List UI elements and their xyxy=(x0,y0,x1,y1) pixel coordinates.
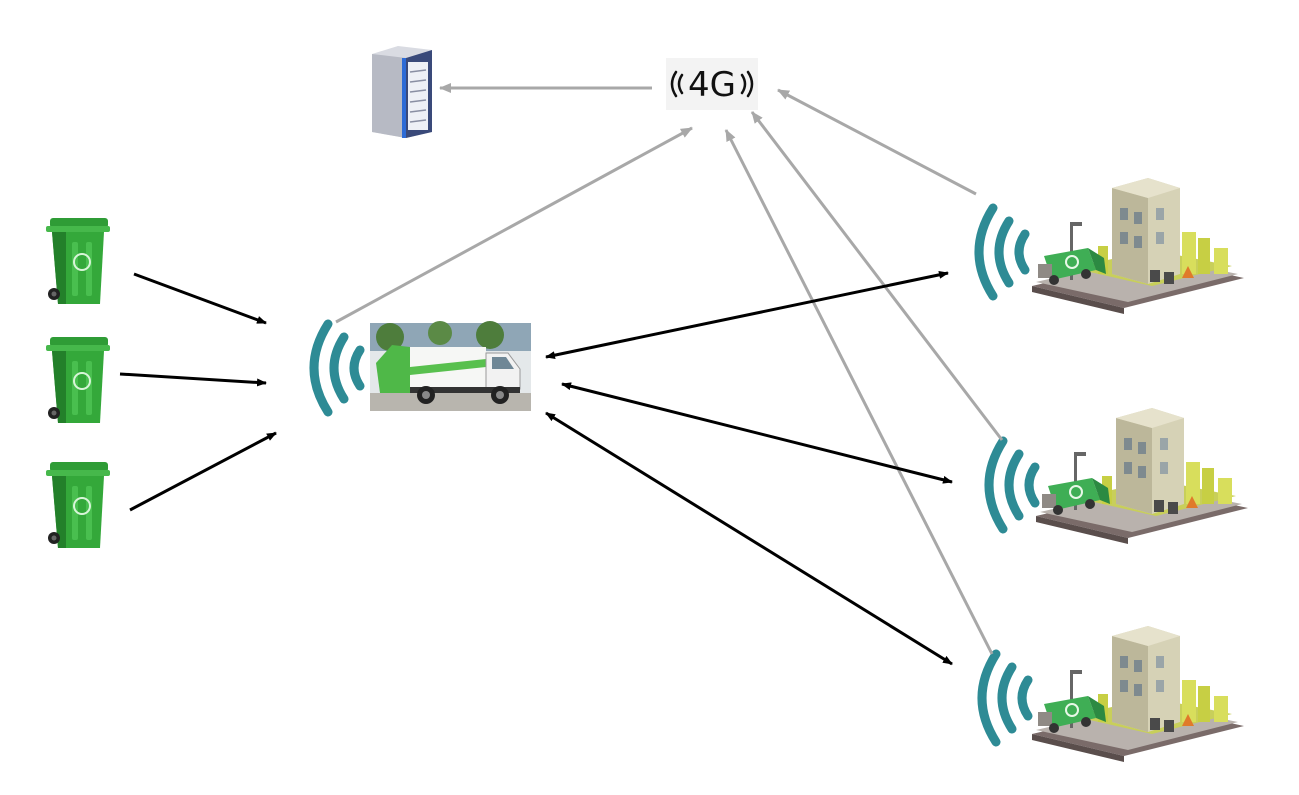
arrow-bin2-to-truck xyxy=(119,372,267,387)
cellular-4g-icon: 4G xyxy=(666,58,758,110)
arrow-station1-to-4g xyxy=(777,88,977,196)
station-2-signal-icon xyxy=(989,441,1035,529)
garbage-truck-icon xyxy=(370,321,531,411)
transfer-station-1 xyxy=(979,177,1245,315)
arrow-bin3-to-truck xyxy=(129,431,277,512)
trash-bin-1 xyxy=(45,217,111,305)
station-1-signal-icon xyxy=(979,208,1025,296)
server-icon xyxy=(372,46,432,138)
arrow-station3-to-4g xyxy=(724,129,994,655)
arrow-truck-station2 xyxy=(561,382,953,484)
station-2-icon xyxy=(1035,407,1249,545)
arrow-truck-station3 xyxy=(545,411,953,666)
arrow-truck-station1 xyxy=(545,270,949,360)
station-3-signal-icon xyxy=(982,654,1028,742)
truck-signal-icon xyxy=(314,324,360,412)
transfer-station-2 xyxy=(989,407,1249,545)
transfer-station-3 xyxy=(982,625,1245,763)
station-3-icon xyxy=(1031,625,1245,763)
arrow-station2-to-4g xyxy=(750,111,1004,441)
trash-bin-3 xyxy=(45,461,111,549)
arrow-truck-to-4g xyxy=(335,126,693,324)
trash-bin-2 xyxy=(45,336,111,424)
station-1-icon xyxy=(1031,177,1245,315)
label-4g: 4G xyxy=(688,65,736,105)
arrow-bin1-to-truck xyxy=(133,272,267,325)
